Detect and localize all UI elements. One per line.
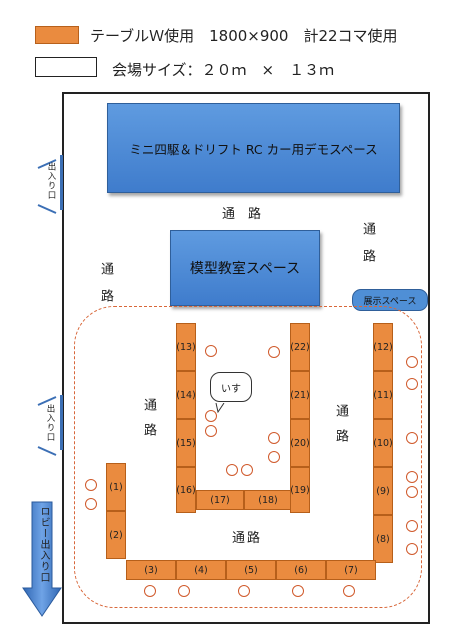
demo-space-label: ミニ四駆＆ドリフト RC カー用デモスペース xyxy=(129,141,378,157)
demo-space-zone: ミニ四駆＆ドリフト RC カー用デモスペース xyxy=(107,103,400,193)
chair xyxy=(178,585,190,597)
table-20: (20) xyxy=(290,419,310,467)
table-19-label: (19) xyxy=(290,484,310,496)
chair xyxy=(85,479,97,491)
chair xyxy=(406,486,418,498)
table-17: (17) xyxy=(196,490,244,510)
table-2-label: (2) xyxy=(109,529,123,541)
table-8-label: (8) xyxy=(376,533,390,545)
table-5-label: (5) xyxy=(244,564,258,576)
chair xyxy=(144,585,156,597)
table-10-label: (10) xyxy=(373,437,393,449)
upper-door-arrow-icon xyxy=(36,155,58,169)
lobby-door-label: ロビー出入り口 xyxy=(38,506,49,583)
table-4-label: (4) xyxy=(194,564,208,576)
table-15-label: (15) xyxy=(176,437,196,449)
table-15: (15) xyxy=(176,419,196,467)
chair xyxy=(238,585,250,597)
aisle-top-label: 通 路 xyxy=(222,207,262,222)
table-11: (11) xyxy=(373,371,393,419)
chair xyxy=(406,471,418,483)
chair xyxy=(205,345,217,357)
chairs-callout-label: いす xyxy=(221,383,241,395)
table-20-label: (20) xyxy=(290,437,310,449)
chair xyxy=(292,585,304,597)
legend-table-label: テーブルＷ使用 1800×900 計22コマ使用 xyxy=(90,27,398,45)
table-4: (4) xyxy=(176,560,226,580)
legend-venue-label: 会場サイズ：２０ｍ × １３ｍ xyxy=(112,61,335,79)
aisle-inner-right-label: 通路 xyxy=(333,404,348,454)
table-10: (10) xyxy=(373,419,393,467)
table-22: (22) xyxy=(290,323,310,371)
table-16: (16) xyxy=(176,467,196,513)
middle-door-label: 出入り口 xyxy=(45,404,55,442)
aisle-bottom-label: 通路 xyxy=(232,531,263,546)
chairs-callout-pointer-icon xyxy=(214,398,226,414)
middle-door-arrow-icon-2 xyxy=(36,442,58,456)
chair xyxy=(406,432,418,444)
table-13-label: (13) xyxy=(176,341,196,353)
table-21: (21) xyxy=(290,371,310,419)
chair xyxy=(205,425,217,437)
legend-venue-swatch xyxy=(35,57,97,77)
table-5: (5) xyxy=(226,560,276,580)
table-14: (14) xyxy=(176,371,196,419)
chair xyxy=(406,543,418,555)
upper-door-marker xyxy=(60,155,63,210)
display-space-label: 展示スペース xyxy=(363,296,417,307)
table-7-label: (7) xyxy=(344,564,358,576)
table-21-label: (21) xyxy=(290,389,310,401)
table-9: (9) xyxy=(373,467,393,515)
chair xyxy=(343,585,355,597)
table-12: (12) xyxy=(373,323,393,371)
middle-door-arrow-icon xyxy=(36,392,58,406)
table-11-label: (11) xyxy=(373,389,393,401)
table-17-label: (17) xyxy=(210,494,230,506)
chair xyxy=(406,520,418,532)
upper-door-label: 出入り口 xyxy=(46,162,56,200)
aisle-left-upper-label: 通路 xyxy=(98,262,113,316)
chair xyxy=(268,451,280,463)
table-16-label: (16) xyxy=(176,484,196,496)
chair xyxy=(205,410,217,422)
upper-door-arrow-icon-2 xyxy=(36,200,58,214)
table-3: (3) xyxy=(126,560,176,580)
chair xyxy=(406,378,418,390)
table-6-label: (6) xyxy=(294,564,308,576)
table-1: (1) xyxy=(106,463,126,511)
middle-door-marker xyxy=(60,395,63,450)
table-12-label: (12) xyxy=(373,341,393,353)
table-14-label: (14) xyxy=(176,389,196,401)
table-6: (6) xyxy=(276,560,326,580)
chair xyxy=(268,346,280,358)
table-19: (19) xyxy=(290,467,310,513)
table-9-label: (9) xyxy=(376,485,390,497)
aisle-inner-left-label: 通路 xyxy=(141,398,156,448)
classroom-space-zone: 模型教室スペース xyxy=(170,230,320,306)
table-18: (18) xyxy=(244,490,292,510)
classroom-space-label: 模型教室スペース xyxy=(189,261,301,277)
chair xyxy=(85,498,97,510)
table-22-label: (22) xyxy=(290,341,310,353)
table-3-label: (3) xyxy=(144,564,158,576)
aisle-right-upper-label: 通路 xyxy=(360,222,375,276)
table-13: (13) xyxy=(176,323,196,371)
lobby-arrow-icon xyxy=(22,500,62,618)
table-8: (8) xyxy=(373,515,393,563)
table-1-label: (1) xyxy=(109,481,123,493)
table-18-label: (18) xyxy=(258,494,278,506)
chairs-callout: いす xyxy=(210,372,252,402)
exhibition-dashed-area xyxy=(74,306,422,608)
chair xyxy=(241,464,253,476)
chair xyxy=(226,464,238,476)
legend-table-swatch xyxy=(35,26,79,44)
table-2: (2) xyxy=(106,511,126,559)
chair xyxy=(406,356,418,368)
table-7: (7) xyxy=(326,560,376,580)
chair xyxy=(268,432,280,444)
